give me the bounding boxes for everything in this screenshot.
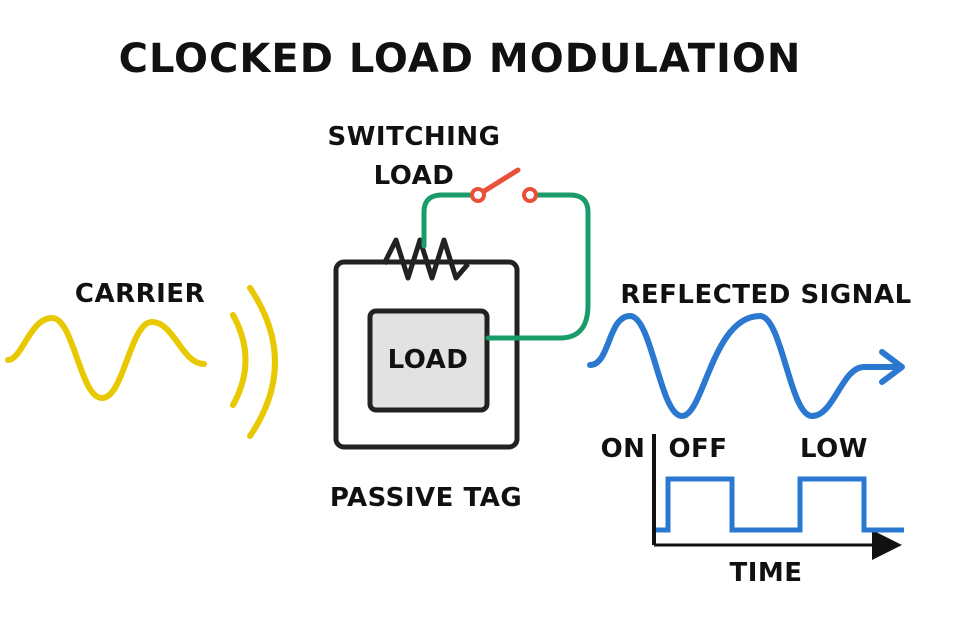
reflected-signal-label: REFLECTED SIGNAL xyxy=(620,280,911,310)
timing-square-wave xyxy=(656,476,904,533)
passive-tag-label: PASSIVE TAG xyxy=(330,483,522,513)
switch-contact-right xyxy=(522,187,538,203)
low-label: LOW xyxy=(800,434,868,464)
switching-label-line1: SWITCHING xyxy=(328,122,501,152)
carrier-wave xyxy=(5,314,207,402)
carrier-label: CARRIER xyxy=(75,279,205,309)
wire-right xyxy=(485,192,591,341)
reflected-signal-wave xyxy=(587,313,901,419)
load-label: LOAD xyxy=(388,345,469,375)
carrier-radiation-arc-outer xyxy=(247,285,278,439)
load-box xyxy=(367,308,490,413)
switching-label-line2: LOAD xyxy=(374,161,455,191)
diagram-title: CLOCKED LOAD MODULATION xyxy=(119,36,802,82)
on-label: ON xyxy=(601,434,646,464)
resistor-symbol xyxy=(381,237,470,281)
reflected-signal-arrowhead xyxy=(879,349,905,385)
time-axis-label: TIME xyxy=(729,558,802,588)
switch-contact-left xyxy=(470,187,486,203)
wire-left xyxy=(421,192,481,249)
carrier-radiation-arc-inner xyxy=(230,312,249,408)
off-label: OFF xyxy=(668,434,727,464)
